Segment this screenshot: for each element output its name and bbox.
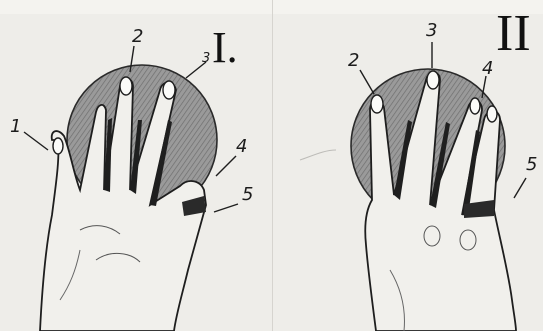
panel-right-label-5: 5 xyxy=(526,156,537,174)
panel-right-label-2: 2 xyxy=(348,52,359,70)
panel-right-label-4: 4 xyxy=(482,60,493,78)
panel-right-label-3: 3 xyxy=(426,22,437,40)
panel-right-drawing xyxy=(300,42,526,331)
panel-left-drawing xyxy=(24,46,238,331)
panel-left-numeral: I. xyxy=(212,26,238,70)
panel-left-label-1: 1 xyxy=(10,118,21,136)
panel-left-label-2: 2 xyxy=(132,28,143,46)
panel-right-numeral: II xyxy=(496,8,531,60)
panel-left-label-3: 3 xyxy=(202,52,210,65)
panel-left-label-5: 5 xyxy=(242,186,253,204)
panel-left-label-4: 4 xyxy=(236,138,247,156)
